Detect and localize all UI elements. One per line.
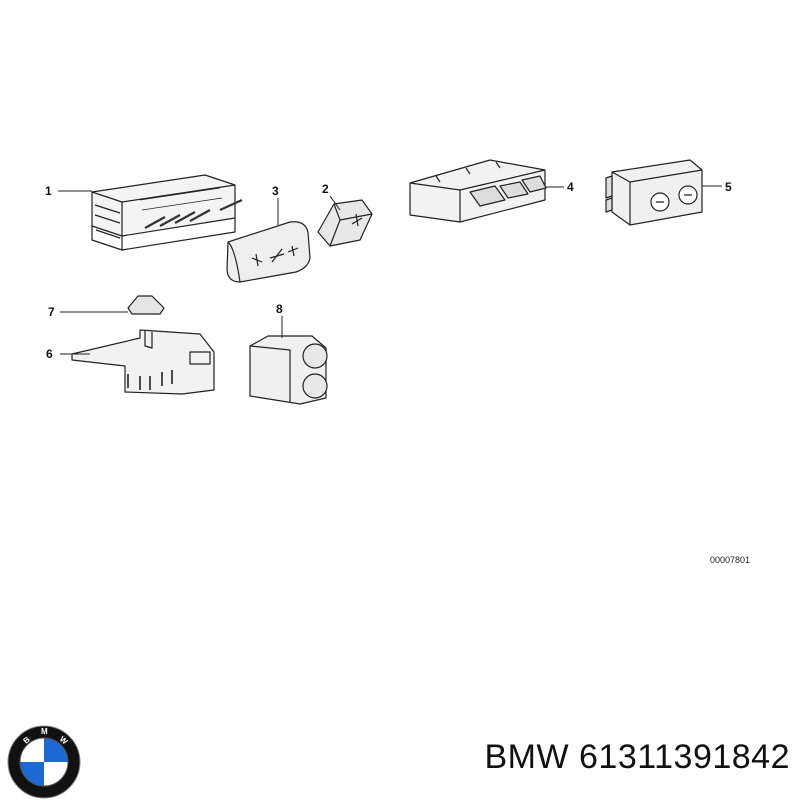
part-4-switch-panel [409, 159, 547, 223]
part-number-label: BMW 61311391842 [484, 738, 790, 776]
callout-4: 4 [567, 180, 574, 194]
part-3-button-cap [226, 221, 311, 283]
callout-5: 5 [725, 180, 732, 194]
part-6-lever-switch [71, 329, 215, 395]
callout-1: 1 [45, 184, 52, 198]
callout-7: 7 [48, 305, 55, 319]
bmw-logo-icon: B M W [7, 725, 81, 799]
part-8-pushbutton-switch [249, 335, 328, 405]
part-7-small-cap [127, 295, 165, 315]
part-5-double-switch [605, 159, 703, 226]
callout-8: 8 [276, 302, 283, 316]
drawing-code: 00007801 [710, 555, 750, 565]
svg-text:B: B [22, 735, 32, 746]
part-1-switch-block [91, 174, 243, 251]
svg-text:W: W [58, 735, 70, 747]
callout-6: 6 [46, 347, 53, 361]
leader-lines [58, 185, 722, 355]
part-2-small-cap [317, 199, 373, 247]
callout-2: 2 [322, 182, 329, 196]
callout-3: 3 [272, 184, 279, 198]
svg-text:M: M [41, 727, 48, 736]
